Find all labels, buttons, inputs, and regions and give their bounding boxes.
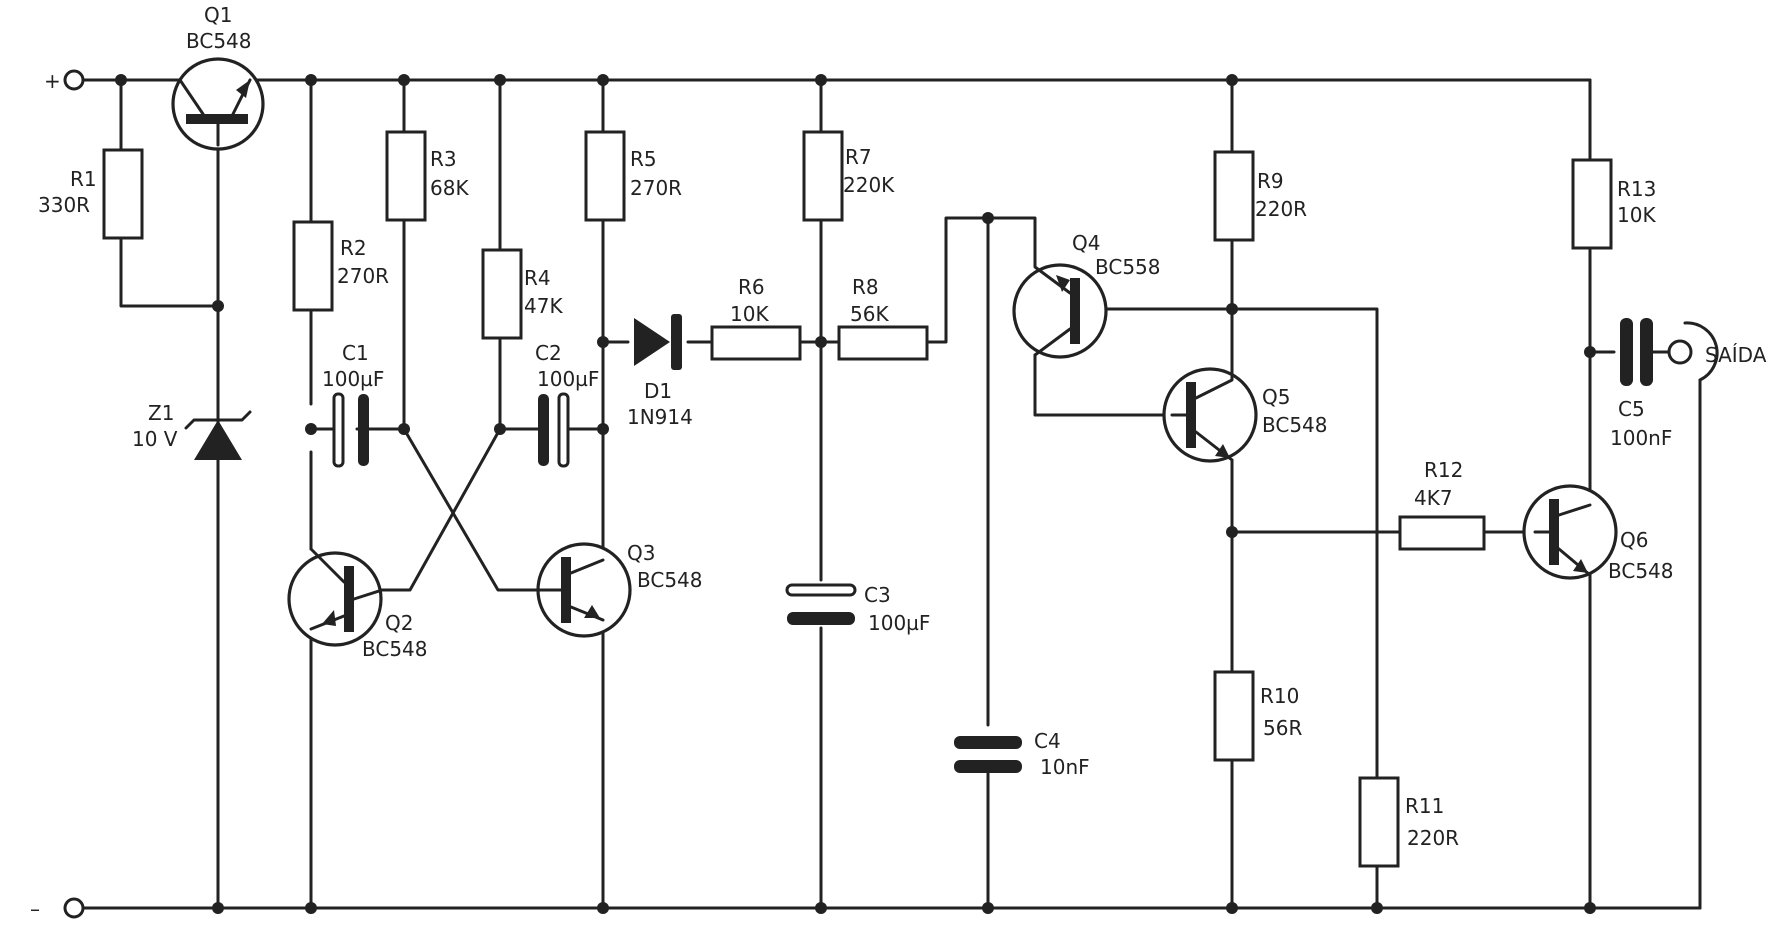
zener-z1: Z1 10 V bbox=[132, 401, 252, 460]
resistor-r4: R4 47K bbox=[481, 248, 563, 340]
svg-text:R7: R7 bbox=[845, 145, 872, 169]
svg-text:10nF: 10nF bbox=[1040, 755, 1090, 779]
transistor-q6: Q6 BC548 bbox=[1522, 484, 1674, 583]
svg-text:C5: C5 bbox=[1618, 397, 1645, 421]
plus-terminal: + bbox=[44, 69, 85, 93]
svg-text:4K7: 4K7 bbox=[1414, 486, 1453, 510]
diode-d1: D1 1N914 bbox=[627, 314, 693, 429]
svg-text:Q5: Q5 bbox=[1262, 385, 1290, 409]
capacitor-c1: C1 100µF bbox=[309, 341, 406, 468]
svg-text:330R: 330R bbox=[38, 193, 90, 217]
resistor-r13: R13 10K bbox=[1571, 158, 1656, 250]
svg-text:R4: R4 bbox=[524, 266, 551, 290]
svg-text:D1: D1 bbox=[644, 379, 672, 403]
svg-text:220K: 220K bbox=[843, 173, 895, 197]
resistor-r1: R1 330R bbox=[38, 148, 144, 240]
svg-text:C2: C2 bbox=[535, 341, 562, 365]
svg-text:100µF: 100µF bbox=[868, 611, 930, 635]
svg-text:220R: 220R bbox=[1255, 197, 1307, 221]
svg-text:10K: 10K bbox=[730, 302, 769, 326]
resistor-r8: R8 56K bbox=[837, 275, 929, 361]
svg-text:R12: R12 bbox=[1424, 458, 1463, 482]
svg-text:R13: R13 bbox=[1617, 177, 1656, 201]
svg-text:220R: 220R bbox=[1407, 826, 1459, 850]
capacitor-c3: C3 100µF bbox=[785, 583, 930, 635]
svg-text:BC548: BC548 bbox=[1608, 559, 1674, 583]
transistor-q4: Q4 BC558 bbox=[988, 218, 1161, 359]
output-jack: SAÍDA bbox=[1667, 321, 1767, 382]
svg-text:56R: 56R bbox=[1263, 716, 1302, 740]
svg-text:68K: 68K bbox=[430, 176, 469, 200]
svg-text:R3: R3 bbox=[430, 147, 457, 171]
svg-text:Q3: Q3 bbox=[627, 541, 655, 565]
svg-text:C1: C1 bbox=[342, 341, 369, 365]
output-label: SAÍDA bbox=[1705, 343, 1767, 367]
svg-text:BC548: BC548 bbox=[186, 29, 252, 53]
resistor-r12: R12 4K7 bbox=[1398, 458, 1486, 551]
svg-text:R6: R6 bbox=[738, 275, 765, 299]
svg-text:10K: 10K bbox=[1617, 203, 1656, 227]
wires bbox=[80, 78, 1702, 910]
svg-text:BC558: BC558 bbox=[1095, 255, 1161, 279]
svg-text:R9: R9 bbox=[1257, 169, 1284, 193]
resistor-r7: R7 220K bbox=[802, 130, 895, 222]
resistor-r10: R10 56R bbox=[1213, 670, 1302, 762]
transistor-q2: Q2 BC548 bbox=[287, 547, 428, 661]
svg-text:C4: C4 bbox=[1034, 729, 1061, 753]
svg-text:100µF: 100µF bbox=[322, 367, 384, 391]
svg-text:R5: R5 bbox=[630, 147, 657, 171]
svg-text:Q2: Q2 bbox=[385, 611, 413, 635]
svg-text:270R: 270R bbox=[630, 176, 682, 200]
resistor-r3: R3 68K bbox=[385, 130, 469, 222]
svg-text:R2: R2 bbox=[340, 236, 367, 260]
svg-text:100µF: 100µF bbox=[537, 367, 599, 391]
minus-label: – bbox=[30, 897, 40, 921]
plus-label: + bbox=[44, 69, 61, 93]
svg-text:R10: R10 bbox=[1260, 684, 1299, 708]
svg-text:R8: R8 bbox=[852, 275, 879, 299]
resistor-r11: R11 220R bbox=[1358, 776, 1459, 868]
svg-text:BC548: BC548 bbox=[1262, 413, 1328, 437]
resistor-r5: R5 270R bbox=[584, 130, 682, 222]
svg-text:R1: R1 bbox=[70, 167, 97, 191]
svg-text:10 V: 10 V bbox=[132, 427, 178, 451]
svg-text:1N914: 1N914 bbox=[627, 405, 693, 429]
transistor-q5: Q5 BC548 bbox=[1162, 307, 1328, 463]
capacitor-c2: C2 100µF bbox=[498, 341, 605, 468]
svg-text:270R: 270R bbox=[337, 264, 389, 288]
transistor-q3: Q3 BC548 bbox=[528, 541, 703, 638]
minus-terminal: – bbox=[30, 897, 85, 921]
svg-text:47K: 47K bbox=[524, 294, 563, 318]
resistor-r2: R2 270R bbox=[292, 220, 389, 312]
svg-text:BC548: BC548 bbox=[637, 568, 703, 592]
svg-text:100nF: 100nF bbox=[1610, 426, 1672, 450]
capacitor-c4: C4 10nF bbox=[954, 729, 1090, 779]
resistor-r9: R9 220R bbox=[1213, 150, 1307, 242]
capacitor-c5: C5 100nF bbox=[1610, 318, 1672, 450]
transistor-q1: Q1 BC548 bbox=[171, 3, 265, 151]
svg-text:56K: 56K bbox=[850, 302, 889, 326]
svg-text:BC548: BC548 bbox=[362, 637, 428, 661]
svg-text:Q1: Q1 bbox=[204, 3, 232, 27]
svg-text:C3: C3 bbox=[864, 583, 891, 607]
svg-text:R11: R11 bbox=[1405, 794, 1444, 818]
svg-text:Q6: Q6 bbox=[1620, 528, 1648, 552]
svg-text:Q4: Q4 bbox=[1072, 231, 1100, 255]
svg-text:Z1: Z1 bbox=[148, 401, 174, 425]
resistor-r6: R6 10K bbox=[710, 275, 802, 361]
